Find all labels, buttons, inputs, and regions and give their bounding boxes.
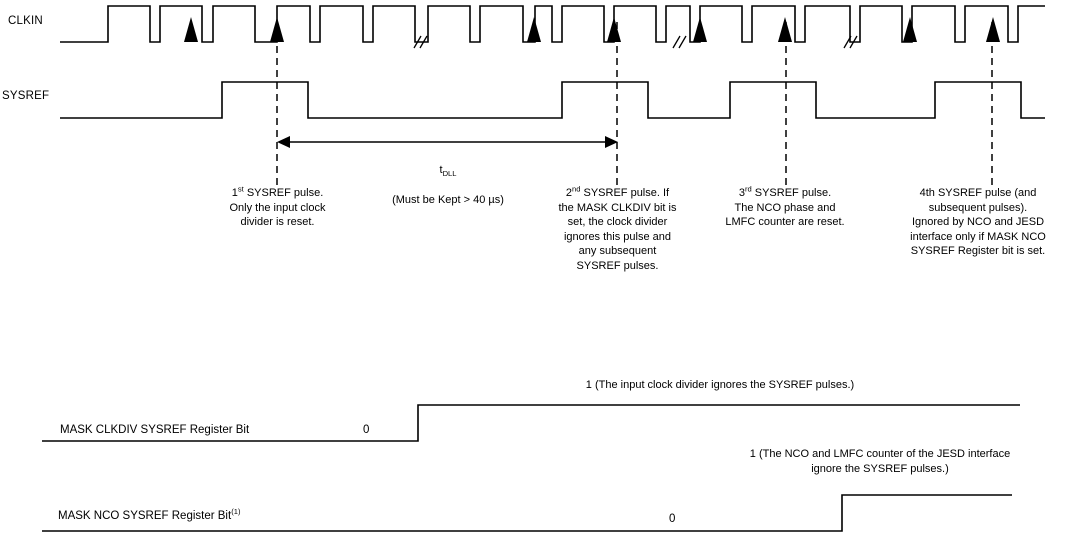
sysref-signal-label: SYSREF <box>2 90 50 102</box>
clkin-edge-arrows <box>184 17 1000 42</box>
tdll-dimension-arrow <box>277 136 618 148</box>
mask-nco-low-value: 0 <box>669 513 676 525</box>
mask-nco-register-waveform <box>42 494 1012 532</box>
note-1-ordinal: 1 <box>231 187 238 199</box>
note-1-ordinal-suffix: st <box>237 184 244 194</box>
note-2-text: SYSREF pulse. If the MASK CLKDIV bit is … <box>558 187 677 272</box>
tdll-name-subscript: DLL <box>442 169 457 179</box>
note-4-text: SYSREF pulse (and subsequent pulses). Ig… <box>910 187 1046 258</box>
mask-clkdiv-low-value: 0 <box>363 424 370 436</box>
mask-nco-high-value: 1 (The NCO and LMFC counter of the JESD … <box>749 448 1011 475</box>
note-3-text: SYSREF pulse. The NCO phase and LMFC cou… <box>725 187 845 229</box>
note-2-ordinal: 2 <box>565 187 572 199</box>
sysref-pulse-markers <box>276 22 993 188</box>
note-sysref-pulse-4: 4th SYSREF pulse (and subsequent pulses)… <box>888 186 1068 259</box>
clkin-break-marks <box>413 35 858 49</box>
mask-clkdiv-high-value: 1 (The input clock divider ignores the S… <box>585 379 855 391</box>
note-1-text: SYSREF pulse. Only the input clock divid… <box>229 187 326 229</box>
mask-clkdiv-register-label: MASK CLKDIV SYSREF Register Bit <box>60 424 249 436</box>
note-sysref-pulse-2: 2nd SYSREF pulse. If the MASK CLKDIV bit… <box>535 184 700 274</box>
note-sysref-pulse-3: 3rd SYSREF pulse. The NCO phase and LMFC… <box>700 184 870 230</box>
mask-clkdiv-register-waveform <box>42 404 1020 442</box>
note-sysref-pulse-1: 1st SYSREF pulse. Only the input clock d… <box>190 184 365 230</box>
note-3-ordinal: 3 <box>738 187 745 199</box>
note-3-ordinal-suffix: rd <box>744 184 752 194</box>
mask-nco-register-label: MASK NCO SYSREF Register Bit(1) <box>58 507 241 522</box>
tdll-label: tDLL (Must be Kept > 40 µs) <box>348 148 548 223</box>
mask-nco-register-name: MASK NCO SYSREF Register Bit <box>58 510 232 522</box>
note-4-ordinal: 4th <box>919 187 935 199</box>
clkin-signal-label: CLKIN <box>8 15 43 27</box>
sysref-waveform <box>60 81 1045 119</box>
note-2-ordinal-suffix: nd <box>572 184 581 194</box>
mask-clkdiv-register-name: MASK CLKDIV SYSREF Register Bit <box>60 424 250 436</box>
tdll-name: tDLL <box>348 163 548 178</box>
mask-nco-register-name-superscript: (1) <box>231 507 241 517</box>
tdll-condition: (Must be Kept > 40 µs) <box>392 194 504 206</box>
clkin-waveform <box>60 5 1045 43</box>
tdll-name-main: t <box>439 164 443 176</box>
